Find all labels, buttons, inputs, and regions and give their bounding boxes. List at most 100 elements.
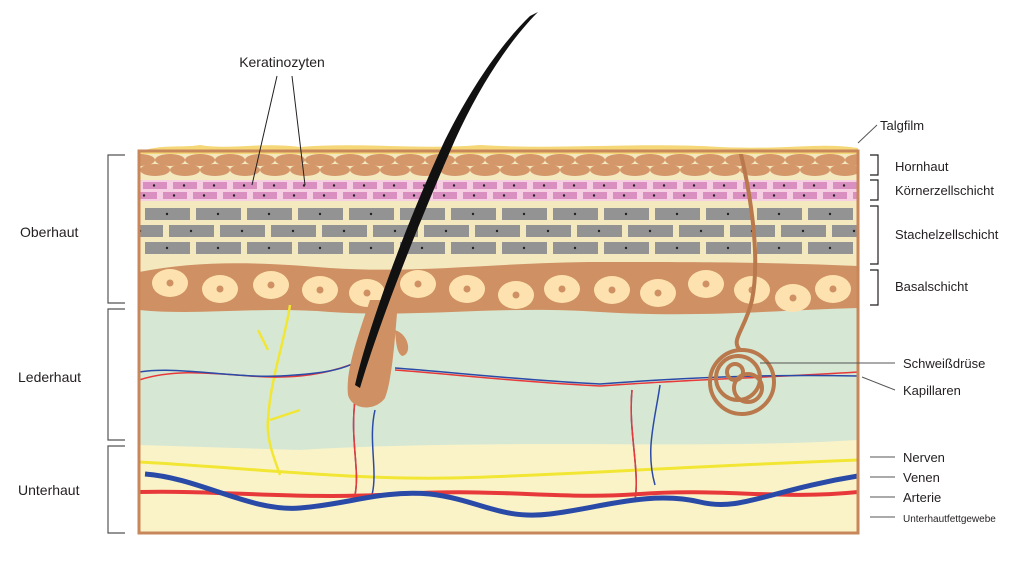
horn-cell [710, 164, 740, 176]
cell-nucleus [562, 194, 566, 197]
cell-nucleus [782, 184, 786, 187]
horn-cell [755, 154, 785, 166]
koernerzell-cells [139, 182, 865, 199]
cell-nucleus [675, 212, 679, 216]
cell-nucleus [202, 194, 206, 197]
vein [144, 471, 858, 518]
label-kapillaren: Kapillaren [903, 383, 961, 398]
cell-nucleus [463, 285, 471, 293]
left-brackets [107, 154, 125, 534]
spinous-cell [139, 225, 163, 237]
horn-cell [335, 154, 365, 166]
label-venen: Venen [903, 470, 940, 485]
horn-cell [320, 164, 350, 176]
cell-nucleus [772, 194, 776, 197]
cell-nucleus [522, 246, 526, 250]
cell-nucleus [546, 229, 550, 233]
spinous-cell [859, 242, 904, 254]
cell-nucleus [699, 229, 703, 233]
cell-nucleus [652, 194, 656, 197]
cell-nucleus [648, 229, 652, 233]
label-arterie: Arterie [903, 490, 941, 505]
cell-nucleus [624, 212, 628, 216]
horn-cell [380, 164, 410, 176]
horn-cell [395, 154, 425, 166]
nerve-branch [256, 304, 301, 476]
cell-nucleus [382, 194, 386, 197]
cell-nucleus [240, 229, 244, 233]
horn-cell [740, 164, 770, 176]
cell-nucleus [801, 229, 805, 233]
right-brackets [870, 154, 879, 306]
label-stachelzellschicht: Stachelzellschicht [895, 227, 999, 242]
cell-nucleus [452, 184, 456, 187]
cell-nucleus [675, 246, 679, 250]
cell-nucleus [682, 194, 686, 197]
cell-nucleus [502, 194, 506, 197]
horn-cell [260, 164, 290, 176]
cell-nucleus [863, 194, 865, 196]
cell-nucleus [471, 212, 475, 216]
horn-cell [139, 154, 155, 166]
cell-nucleus [189, 229, 193, 233]
cell-nucleus [597, 229, 601, 233]
cell-nucleus [165, 212, 169, 216]
cell-nucleus [622, 194, 626, 197]
cell-nucleus [172, 194, 176, 197]
horn-cell [350, 164, 380, 176]
cell-nucleus [602, 184, 606, 187]
horn-cell [830, 164, 858, 176]
sweat-duct [734, 151, 758, 352]
horn-cell [155, 154, 185, 166]
horn-cell [575, 154, 605, 166]
cell-nucleus [592, 194, 596, 197]
cell-nucleus [752, 184, 756, 187]
horn-cell [185, 154, 215, 166]
basal-cells [152, 269, 851, 312]
cell-nucleus [165, 246, 169, 250]
cell-nucleus [512, 184, 516, 187]
horn-cell [545, 154, 575, 166]
label-oberhaut: Oberhaut [20, 224, 78, 240]
dermis-layer [139, 298, 858, 450]
cell-nucleus [316, 286, 324, 294]
cell-nucleus [726, 212, 730, 216]
cell-nucleus [812, 184, 816, 187]
horn-cell [665, 154, 695, 166]
horn-cell [800, 164, 830, 176]
label-talgfilm: Talgfilm [880, 118, 924, 133]
cell-nucleus [216, 212, 220, 216]
label-unterhaut: Unterhaut [18, 482, 80, 498]
cell-nucleus [182, 184, 186, 187]
cell-nucleus [414, 280, 422, 288]
horn-cell [530, 164, 560, 176]
horn-cell [785, 154, 815, 166]
cell-nucleus [742, 194, 746, 197]
cell-nucleus [267, 246, 271, 250]
cell-nucleus [842, 184, 846, 187]
cell-nucleus [420, 246, 424, 250]
cell-nucleus [832, 194, 836, 197]
label-koernerzellschicht: Körnerzellschicht [895, 183, 994, 198]
cell-nucleus [495, 229, 499, 233]
horn-cell [590, 164, 620, 176]
cell-nucleus [712, 194, 716, 197]
cell-nucleus [632, 184, 636, 187]
cell-nucleus [573, 212, 577, 216]
cell-nucleus [216, 285, 224, 293]
cell-nucleus [262, 194, 266, 197]
cell-nucleus [573, 246, 577, 250]
horn-cell [455, 154, 485, 166]
cell-nucleus [272, 184, 276, 187]
horn-cell [620, 164, 650, 176]
cell-nucleus [216, 246, 220, 250]
capillary-blue [139, 363, 858, 385]
horn-cell [605, 154, 635, 166]
horn-cell [500, 164, 530, 176]
cell-nucleus [654, 289, 662, 297]
horn-cell [560, 164, 590, 176]
cell-nucleus [542, 184, 546, 187]
horn-cell [815, 154, 845, 166]
label-hornhaut: Hornhaut [895, 159, 949, 174]
